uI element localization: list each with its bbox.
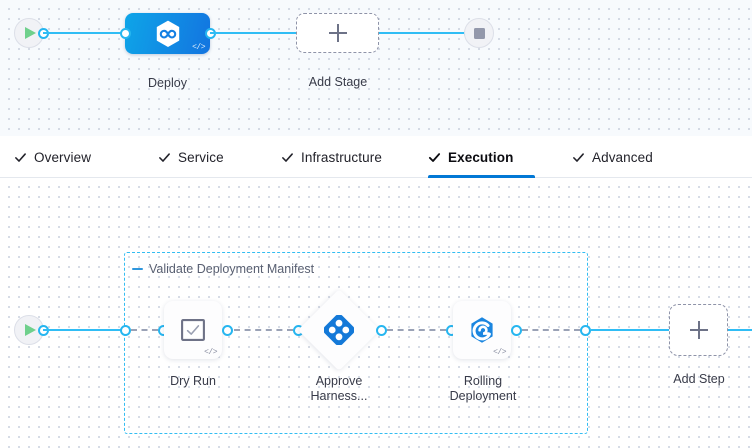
- step-code-badge[interactable]: </>: [204, 348, 217, 357]
- wire-group-to-addstep: [591, 329, 670, 331]
- group-output-port[interactable]: [580, 324, 591, 336]
- plus-icon: [328, 24, 347, 42]
- approve-icon-wrap: [310, 301, 368, 359]
- add-stage-button[interactable]: [296, 13, 379, 53]
- group-input-port[interactable]: [120, 324, 131, 336]
- add-stage-label: Add Stage: [308, 75, 368, 89]
- execution-canvas[interactable]: Validate Deployment Manifest </> Dry Run: [0, 178, 752, 448]
- step-label-rolling-deployment: Rolling Deployment: [449, 374, 517, 403]
- dash-group-to-dryrun: [131, 329, 158, 331]
- step-code-badge[interactable]: </>: [493, 348, 506, 357]
- tab-label: Advanced: [592, 149, 653, 165]
- tab-label: Service: [178, 149, 224, 165]
- stop-icon: [473, 27, 485, 39]
- step-group-header[interactable]: Validate Deployment Manifest: [132, 262, 314, 276]
- approve-output-port[interactable]: [376, 324, 387, 336]
- active-tab-underline: [428, 175, 535, 178]
- stage-code-badge[interactable]: </>: [192, 43, 205, 52]
- check-icon: [282, 152, 293, 162]
- tab-label: Overview: [34, 149, 92, 165]
- tab-service[interactable]: Service: [158, 136, 238, 178]
- wire-addstep-onward: [728, 329, 752, 331]
- step-label-dry-run: Dry Run: [170, 374, 216, 388]
- step-node-dry-run[interactable]: </>: [164, 301, 222, 359]
- step-node-rolling-deployment[interactable]: </>: [453, 301, 511, 359]
- check-icon: [428, 152, 441, 162]
- check-icon: [15, 152, 26, 162]
- plus-icon: [689, 321, 708, 339]
- deploy-input-port[interactable]: [120, 27, 131, 39]
- check-icon: [573, 152, 584, 162]
- play-icon: [25, 324, 36, 336]
- rolling-output-port[interactable]: [511, 324, 522, 336]
- dry-run-output-port[interactable]: [222, 324, 233, 336]
- tab-overview[interactable]: Overview: [14, 136, 104, 178]
- collapse-dash-icon[interactable]: [132, 268, 143, 270]
- check-icon: [159, 152, 170, 162]
- tab-execution[interactable]: Execution: [428, 136, 535, 178]
- tab-advanced[interactable]: Advanced: [572, 136, 672, 178]
- dash-dryrun-to-approve: [234, 329, 293, 331]
- stage-canvas[interactable]: </> Deploy Add Stage: [0, 0, 752, 136]
- step-group-validate-deployment-manifest[interactable]: [124, 252, 588, 434]
- wire-start-to-group: [43, 329, 127, 331]
- tab-infrastructure[interactable]: Infrastructure: [281, 136, 403, 178]
- stage-label-deploy: Deploy: [148, 76, 187, 90]
- dry-run-check-icon: [181, 319, 205, 341]
- add-step-button[interactable]: [669, 304, 728, 356]
- step-group-title: Validate Deployment Manifest: [149, 262, 315, 276]
- dash-approve-to-rolling: [387, 329, 446, 331]
- stage-tab-bar: Overview Service Infrastructure Executio…: [0, 136, 752, 178]
- harness-infinity-icon: [156, 20, 179, 47]
- wire-deploy-to-add: [210, 32, 297, 34]
- tab-label: Infrastructure: [301, 149, 382, 165]
- pipeline-end-node[interactable]: [464, 18, 494, 48]
- wire-start-to-deploy: [43, 32, 127, 34]
- dash-rolling-to-groupout: [522, 329, 580, 331]
- harness-approval-icon: [324, 315, 354, 345]
- tab-label: Execution: [448, 149, 514, 165]
- rolling-deployment-icon: [471, 317, 493, 343]
- play-icon: [25, 27, 36, 39]
- wire-add-to-end: [379, 32, 469, 34]
- stage-node-deploy[interactable]: </>: [125, 13, 210, 54]
- step-label-approve-harness: Approve Harness...: [310, 374, 368, 403]
- add-step-label: Add Step: [673, 372, 725, 386]
